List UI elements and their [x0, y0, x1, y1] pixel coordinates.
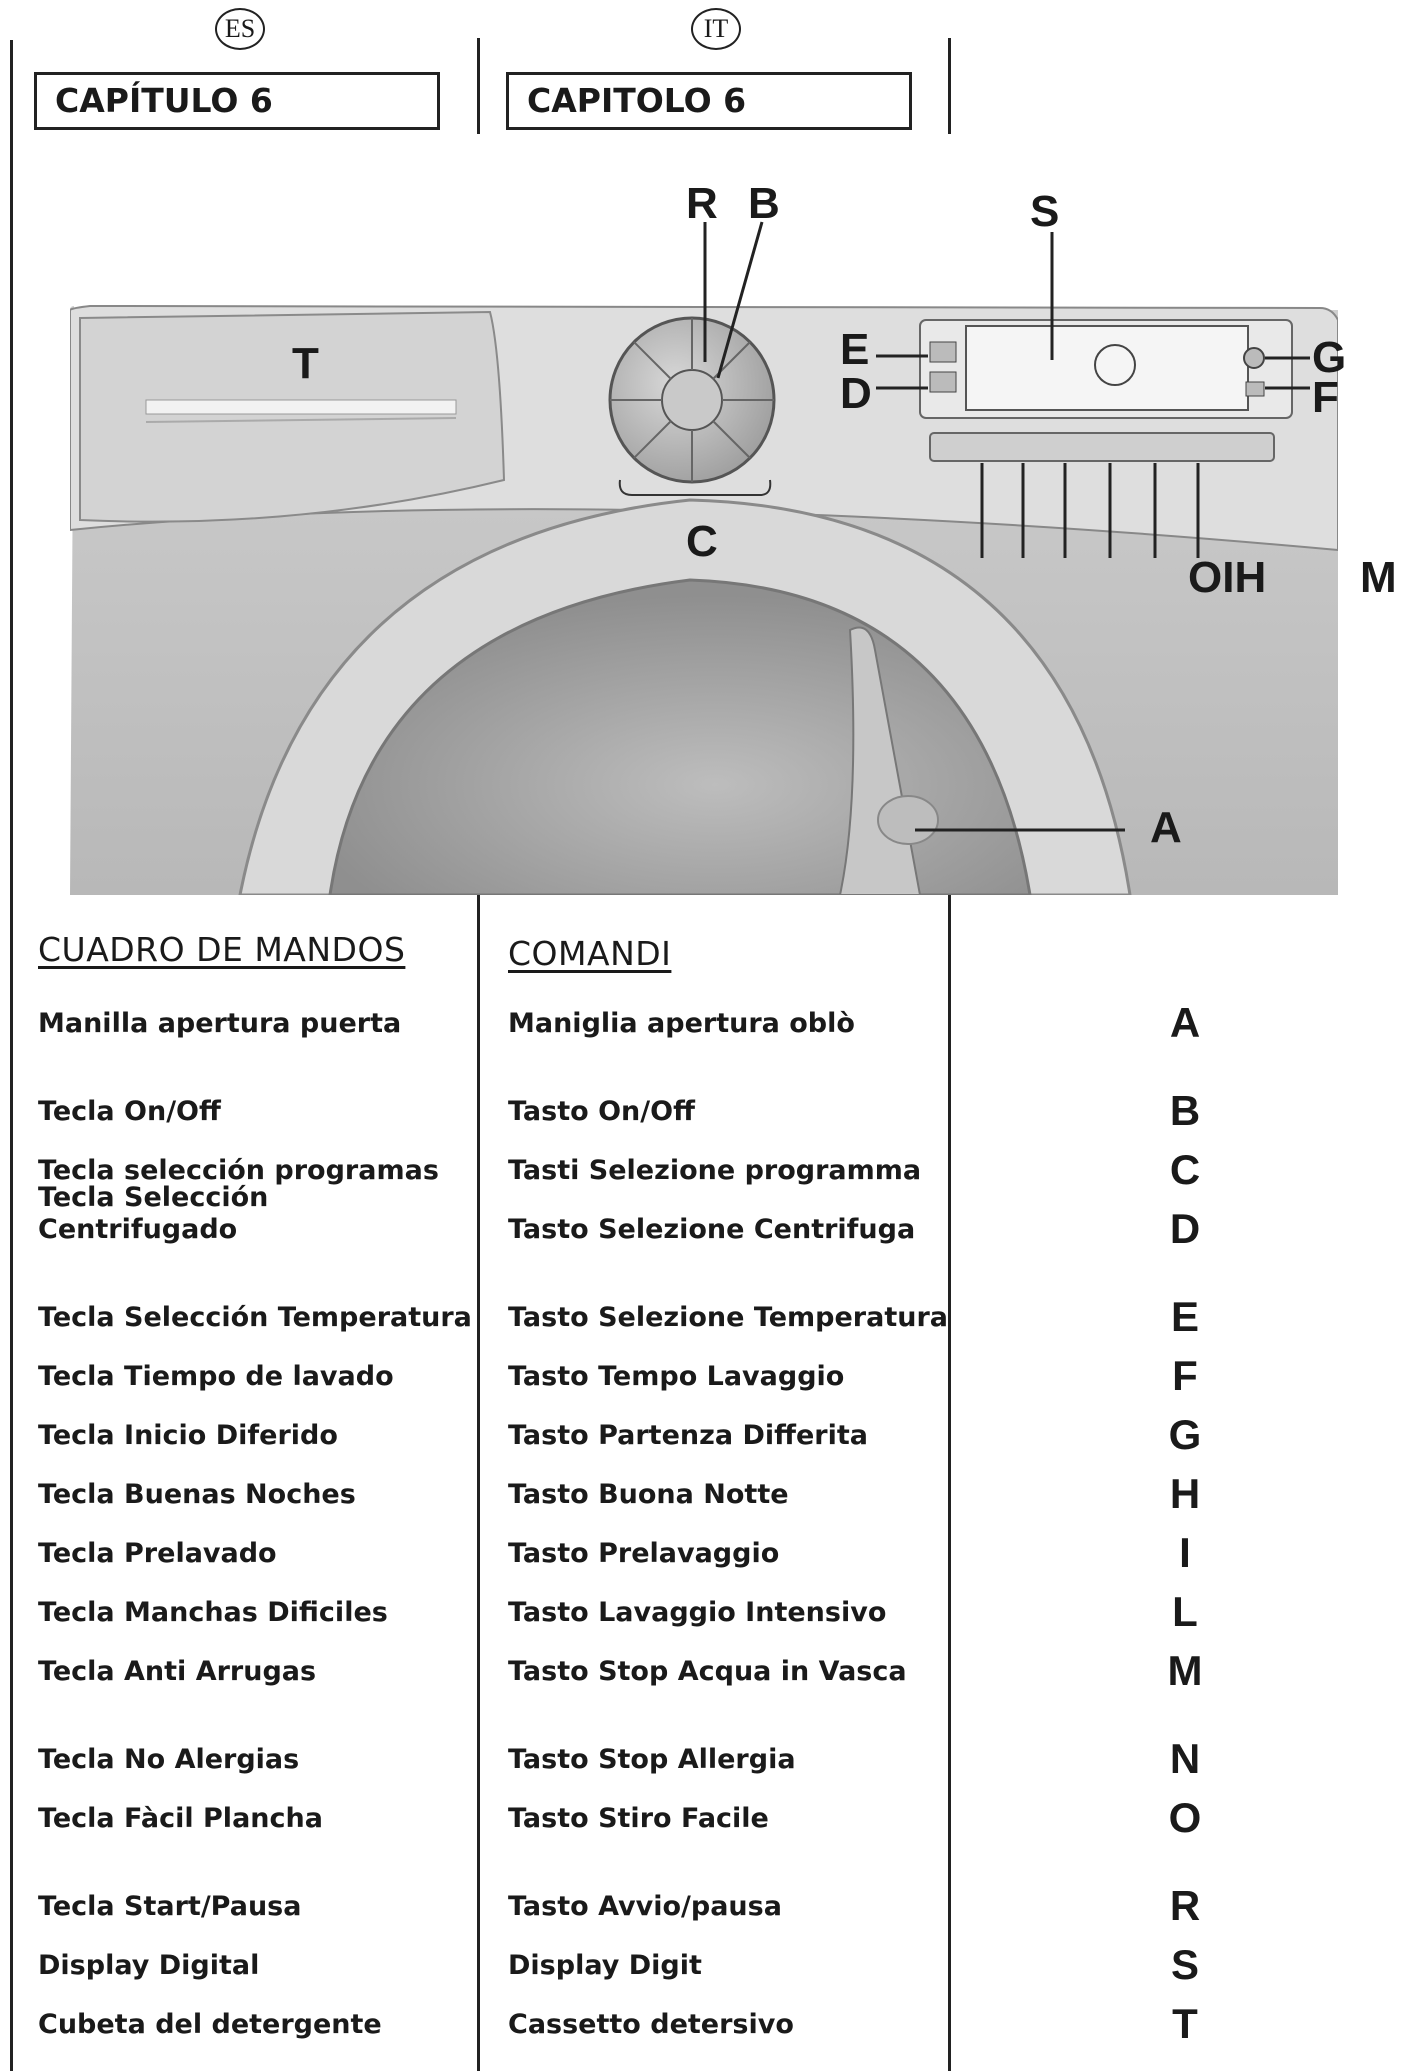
callout-t: T [292, 339, 319, 388]
rule-right-top [948, 38, 951, 134]
legend-es-item: Manilla apertura puerta [38, 1008, 402, 1039]
legend-it-item: Maniglia apertura oblò [508, 1008, 855, 1039]
legend-letter: N [1169, 1735, 1201, 1782]
legend-it-item: Tasto Stiro Facile [508, 1803, 769, 1834]
section-title-it: COMANDI [508, 934, 672, 973]
legend-es-item: Tecla No Alergias [38, 1744, 300, 1775]
legend-letter: F [1172, 1352, 1198, 1399]
legend-letter: H [1169, 1470, 1201, 1517]
legend-it-item: Tasti Selezione programma [508, 1155, 922, 1186]
chapter-title-es: CAPÍTULO 6 [34, 72, 440, 130]
rule-mid-top [477, 38, 480, 134]
legend-it-item: Tasto Buona Notte [508, 1479, 789, 1510]
legend-it-item: Display Digit [508, 1950, 702, 1981]
legend-it-item: Tasto Tempo Lavaggio [508, 1361, 845, 1392]
callout-g: G [1312, 333, 1347, 382]
legend-es-item: Tecla Selección Temperatura [38, 1302, 472, 1333]
legend-letter: O [1168, 1794, 1202, 1841]
callout-a: A [1150, 803, 1182, 852]
callout-oih: OIH [1188, 553, 1267, 602]
door-handle-button [877, 795, 939, 845]
legend-letter: T [1172, 2000, 1198, 2047]
legend-letter: D [1169, 1205, 1201, 1252]
rule-mid-bottom [477, 895, 480, 2071]
legend-es-item: Tecla Tiempo de lavado [38, 1361, 394, 1392]
option-button-bar [929, 432, 1275, 462]
legend-es-item: Tecla On/Off [38, 1096, 221, 1127]
legend-it-item: Tasto Lavaggio Intensivo [508, 1597, 887, 1628]
drawer-handle [145, 399, 457, 415]
callout-b: B [748, 179, 780, 228]
legend-letter: B [1169, 1087, 1201, 1134]
legend-letter: G [1168, 1411, 1202, 1458]
callout-s: S [1030, 187, 1060, 236]
legend-es-item: Display Digital [38, 1950, 260, 1981]
legend-letter: L [1172, 1588, 1198, 1635]
legend-letter: S [1170, 1941, 1199, 1988]
legend-it-item: Tasto Stop Acqua in Vasca [508, 1656, 907, 1687]
lang-badge-es: ES [215, 8, 265, 50]
legend-letter: C [1169, 1146, 1201, 1193]
legend-it-item: Tasto Avvio/pausa [508, 1891, 782, 1922]
legend-it-item: Tasto Selezione Temperatura [508, 1302, 948, 1333]
callout-m: M [1360, 553, 1397, 602]
legend-es-item: Tecla selección programas [38, 1155, 439, 1186]
legend-es-item: Tecla Start/Pausa [38, 1891, 302, 1922]
legend-letter: E [1170, 1293, 1199, 1340]
display-screen [965, 325, 1249, 411]
callout-c: C [686, 517, 718, 566]
legend-it-item: Tasto Selezione Centrifuga [508, 1214, 916, 1245]
legend-it-item: Tasto Partenza Differita [508, 1420, 869, 1451]
legend-letter: R [1169, 1882, 1201, 1929]
callout-e: E [840, 325, 870, 374]
section-title-es: CUADRO DE MANDOS [38, 930, 406, 969]
legend-it-item: Tasto Prelavaggio [508, 1538, 780, 1569]
legend-it-item: Tasto Stop Allergia [508, 1744, 796, 1775]
legend-es-item: Tecla Selección Centrifugado [38, 1182, 269, 1245]
legend-es-item: Tecla Buenas Noches [38, 1479, 356, 1510]
legend-it-item: Cassetto detersivo [508, 2009, 794, 2040]
detergent-drawer [79, 310, 506, 523]
callout-r: R [686, 179, 718, 228]
callout-f: F [1312, 373, 1339, 422]
legend-es-item: Tecla Inicio Diferido [38, 1420, 338, 1451]
callout-d: D [840, 369, 872, 418]
legend-letter: M [1167, 1647, 1203, 1694]
legend-letter: A [1169, 999, 1201, 1046]
rule-left [10, 40, 13, 2071]
legend-es-item: Tecla Manchas Dificiles [38, 1597, 388, 1628]
lang-badge-it: IT [691, 8, 741, 50]
legend-es-item: Tecla Fàcil Plancha [38, 1803, 323, 1834]
washing-machine-illustration [70, 221, 1338, 895]
legend-it-item: Tasto On/Off [508, 1096, 695, 1127]
legend-letter: I [1179, 1529, 1191, 1576]
legend-es-item: Cubeta del detergente [38, 2009, 382, 2040]
chapter-title-it: CAPITOLO 6 [506, 72, 912, 130]
rule-right-bottom [948, 895, 951, 2071]
legend-es-item: Tecla Prelavado [38, 1538, 277, 1569]
legend-es-item: Tecla Anti Arrugas [38, 1656, 317, 1687]
